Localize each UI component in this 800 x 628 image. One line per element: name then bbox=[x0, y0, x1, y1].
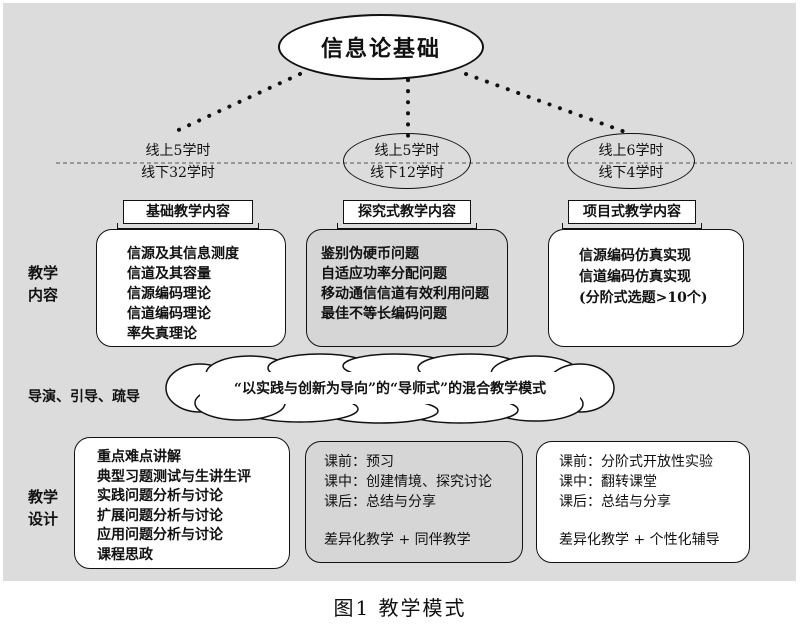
design-item: 实践问题分析与讨论 bbox=[97, 488, 223, 504]
content-item: 率失真理论 bbox=[127, 326, 197, 342]
header-text: 项目式教学内容 bbox=[583, 204, 681, 220]
design-item: 课中：创建情境、探究讨论 bbox=[324, 474, 492, 490]
content-item: (分阶式选题>10个) bbox=[579, 290, 708, 306]
content-item: 信源编码仿真实现 bbox=[579, 248, 691, 264]
basic-content-box: 信源及其信息测度 信道及其容量 信源编码理论 信道编码理论 率失真理论 bbox=[96, 229, 286, 347]
basic-design-box: 重点难点讲解 典型习题测试与生讲生评 实践问题分析与讨论 扩展问题分析与讨论 应… bbox=[74, 437, 290, 569]
teaching-design-label: 教学 设计 bbox=[28, 486, 58, 530]
content-item: 鉴别伪硬币问题 bbox=[321, 246, 419, 262]
project-content-box: 信源编码仿真实现 信道编码仿真实现 (分阶式选题>10个) bbox=[548, 229, 744, 347]
design-item: 课前：预习 bbox=[324, 454, 394, 470]
hours-basic: 线上5学时 线下32学时 bbox=[118, 140, 238, 184]
hours-online: 线上6学时 bbox=[598, 143, 664, 159]
title-oval: 信息论基础 bbox=[278, 14, 484, 80]
design-item: 应用问题分析与讨论 bbox=[97, 527, 223, 543]
content-item: 移动通信信道有效利用问题 bbox=[321, 286, 489, 302]
design-item: 课前：分阶式开放性实验 bbox=[559, 454, 713, 470]
design-item: 重点难点讲解 bbox=[97, 449, 181, 465]
guidance-label: 导演、引导、疏导 bbox=[28, 389, 140, 405]
label-line: 设计 bbox=[28, 510, 59, 528]
hours-project: 线上6学时 线下4学时 bbox=[567, 133, 695, 189]
design-item: 典型习题测试与生讲生评 bbox=[97, 468, 251, 485]
cloud-text: “以实践与创新为导向”的“导师式”的混合教学模式 bbox=[233, 381, 547, 397]
header-basic-content: 基础教学内容 bbox=[117, 200, 259, 229]
header-project-content: 项目式教学内容 bbox=[562, 200, 702, 229]
project-design-box: 课前：分阶式开放性实验 课中：翻转课堂 课后：总结与分享 差异化教学 + 个性化… bbox=[536, 441, 750, 563]
hours-offline: 线下4学时 bbox=[598, 165, 664, 181]
teaching-content-label: 教学 内容 bbox=[28, 262, 58, 306]
hours-online: 线上5学时 bbox=[374, 143, 440, 159]
design-item: 课后：总结与分享 bbox=[324, 494, 436, 510]
diagram-title: 信息论基础 bbox=[320, 36, 441, 62]
inquiry-content-box: 鉴别伪硬币问题 自适应功率分配问题 移动通信信道有效利用问题 最佳不等长编码问题 bbox=[306, 229, 508, 347]
content-item: 最佳不等长编码问题 bbox=[321, 306, 447, 322]
label-line: 教学 bbox=[28, 264, 59, 282]
hours-offline: 线下12学时 bbox=[370, 165, 444, 181]
content-item: 信源及其信息测度 bbox=[127, 246, 239, 262]
connector-right bbox=[464, 72, 630, 135]
design-item: 课中：翻转课堂 bbox=[559, 474, 657, 490]
header-text: 基础教学内容 bbox=[146, 204, 230, 220]
label-line: 内容 bbox=[28, 286, 59, 304]
label-line: 教学 bbox=[28, 488, 59, 506]
hours-online: 线上5学时 bbox=[145, 143, 211, 159]
inquiry-design-box: 课前：预习 课中：创建情境、探究讨论 课后：总结与分享 差异化教学 + 同伴教学 bbox=[305, 441, 523, 563]
design-footer: 差异化教学 + 个性化辅导 bbox=[559, 532, 720, 548]
content-item: 信道编码理论 bbox=[127, 306, 211, 322]
content-item: 信道编码仿真实现 bbox=[579, 269, 691, 285]
design-footer: 差异化教学 + 同伴教学 bbox=[324, 532, 471, 548]
content-item: 信源编码理论 bbox=[127, 286, 211, 302]
content-item: 自适应功率分配问题 bbox=[321, 266, 447, 282]
connector-left bbox=[170, 72, 302, 135]
header-text: 探究式教学内容 bbox=[358, 204, 456, 220]
hours-offline: 线下32学时 bbox=[141, 165, 215, 181]
design-item: 课程思政 bbox=[97, 546, 153, 563]
design-item: 扩展问题分析与讨论 bbox=[97, 507, 223, 524]
cloud-shape bbox=[165, 353, 615, 424]
header-inquiry-content: 探究式教学内容 bbox=[337, 200, 477, 229]
content-item: 信道及其容量 bbox=[127, 266, 211, 282]
design-item: 课后：总结与分享 bbox=[559, 494, 671, 510]
figure-caption: 图1 教学模式 bbox=[333, 596, 467, 620]
hours-inquiry: 线上5学时 线下12学时 bbox=[343, 133, 471, 189]
